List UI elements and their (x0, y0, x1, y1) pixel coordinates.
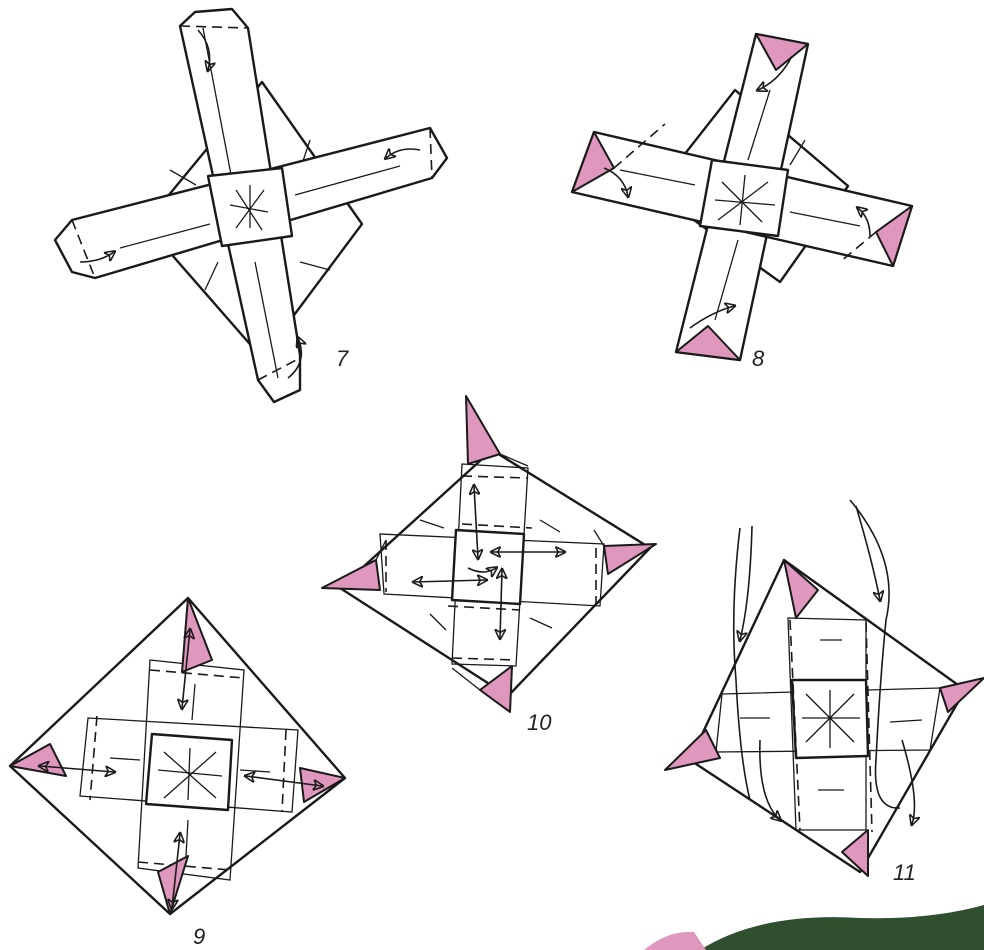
step-9-diagram: 9 (10, 598, 345, 949)
step-number-8: 8 (752, 346, 765, 371)
step-number-9: 9 (193, 924, 205, 949)
step-number-7: 7 (336, 346, 349, 371)
step-10-center-square (452, 530, 524, 604)
step-10-diagram: 10 (322, 396, 656, 735)
step-10-pink-tip-left (322, 560, 380, 590)
step-8-center-square (700, 160, 788, 236)
step-7-diagram: 7 (55, 9, 447, 402)
step-11-diagram: 11 (665, 500, 984, 885)
step-number-11: 11 (893, 860, 916, 885)
leaf-shape (700, 905, 984, 950)
step-8-diagram: 8 (572, 34, 912, 371)
pink-petal-shape (644, 932, 706, 950)
step-number-10: 10 (527, 710, 552, 735)
step-10-pink-tip-top (466, 396, 500, 464)
photo-fragment-leaf (644, 905, 984, 950)
